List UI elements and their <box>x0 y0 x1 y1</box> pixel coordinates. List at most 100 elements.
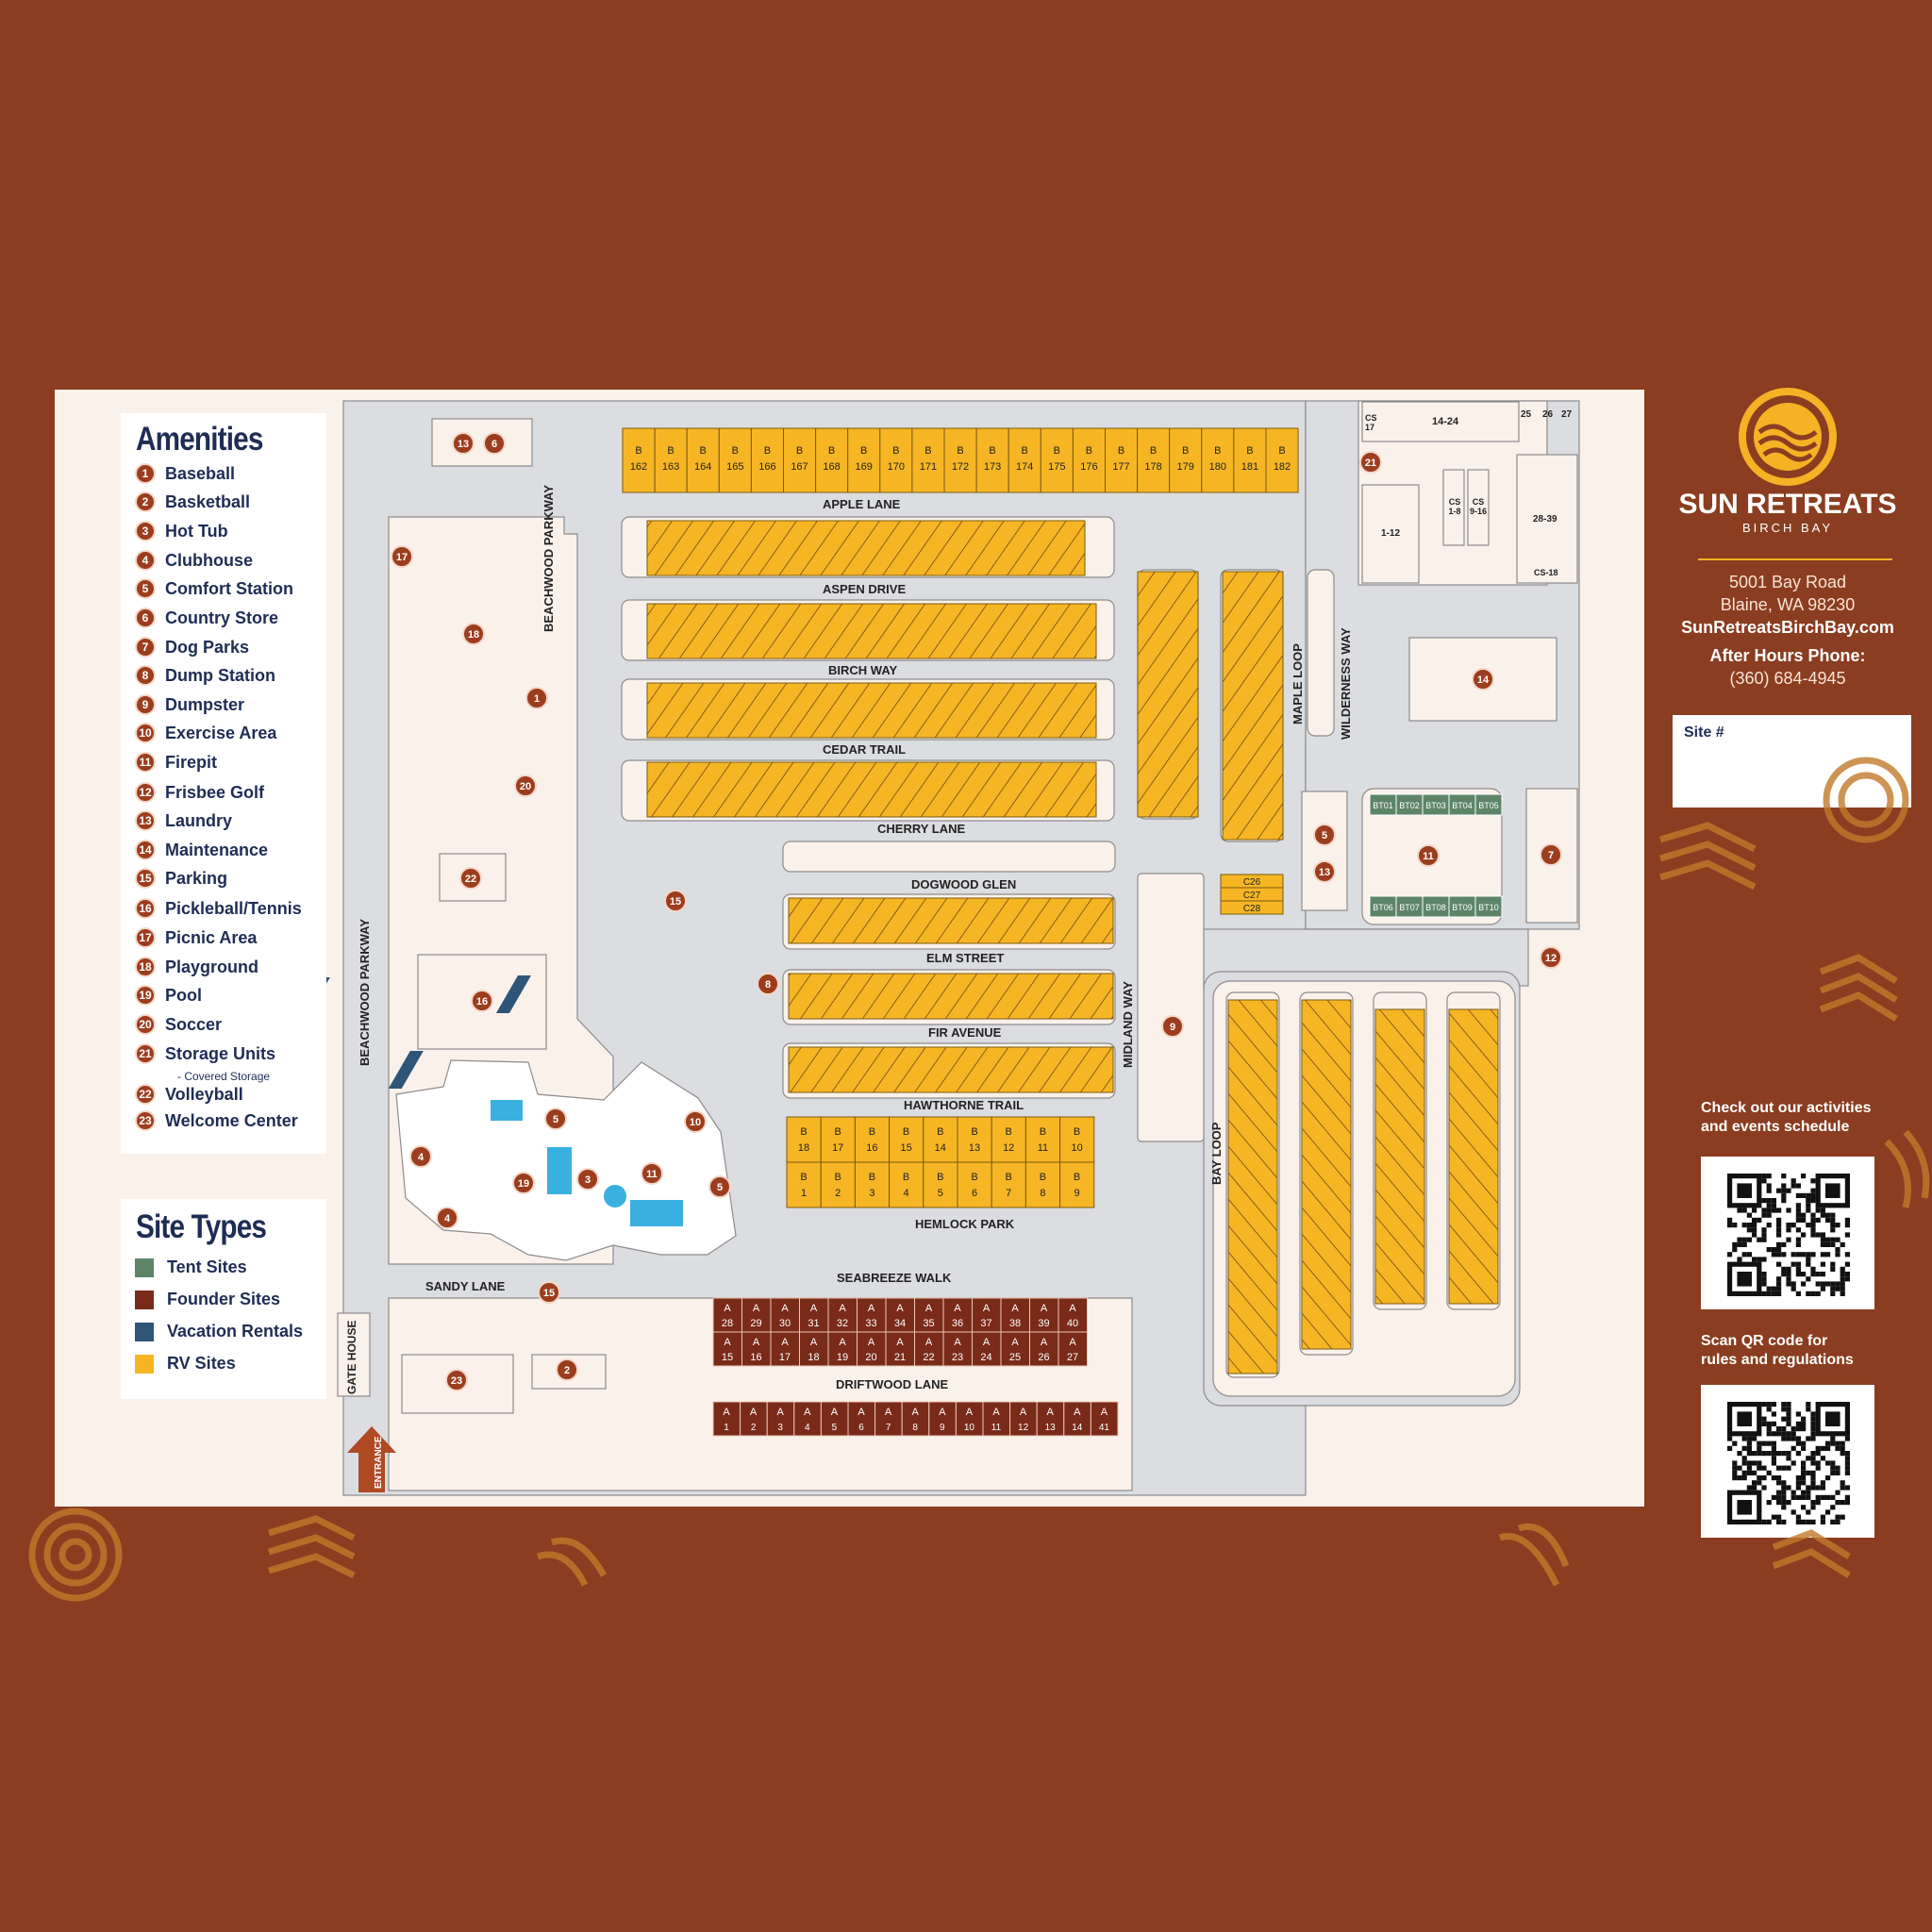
rv-site[interactable] <box>854 1116 891 1163</box>
amenity-marker-icon[interactable] <box>483 432 506 455</box>
rv-site[interactable] <box>975 427 1009 493</box>
rv-site[interactable] <box>1059 1116 1095 1163</box>
rv-site[interactable] <box>991 1116 1026 1163</box>
rv-site[interactable] <box>1265 427 1299 493</box>
amenity-marker-icon[interactable] <box>452 432 475 455</box>
rv-site[interactable] <box>879 427 913 493</box>
rv-site-row[interactable] <box>1222 571 1284 841</box>
rv-site[interactable] <box>1105 427 1139 493</box>
rv-site-row[interactable] <box>646 603 1097 659</box>
amenity-marker-icon[interactable] <box>1472 668 1494 691</box>
site-number-box[interactable]: Site # <box>1673 715 1911 808</box>
amenity-marker-icon[interactable] <box>1313 824 1336 846</box>
amenity-marker-icon[interactable] <box>1359 451 1382 474</box>
rv-site-row[interactable] <box>646 761 1097 818</box>
amenity-marker-icon[interactable] <box>1313 860 1336 883</box>
founder-site[interactable] <box>1036 1401 1065 1437</box>
rv-site[interactable] <box>1169 427 1203 493</box>
rv-site[interactable] <box>1220 900 1284 915</box>
founder-site[interactable] <box>1058 1331 1088 1367</box>
founder-site[interactable] <box>770 1331 800 1367</box>
founder-site[interactable] <box>1009 1401 1038 1437</box>
rv-site[interactable] <box>786 1161 822 1208</box>
rv-site[interactable] <box>783 427 817 493</box>
amenity-marker-icon[interactable] <box>538 1281 560 1304</box>
founder-site[interactable] <box>1058 1297 1088 1333</box>
founder-site[interactable] <box>928 1401 957 1437</box>
rv-site[interactable] <box>1201 427 1235 493</box>
rv-site[interactable] <box>854 1161 891 1208</box>
amenity-marker-icon[interactable] <box>1540 843 1562 866</box>
founder-site[interactable] <box>1063 1401 1091 1437</box>
amenity-marker-icon[interactable] <box>391 545 413 568</box>
rv-site[interactable] <box>991 1161 1026 1208</box>
after-hours-phone[interactable]: (360) 684-4945 <box>1729 669 1846 688</box>
rv-site[interactable] <box>815 427 849 493</box>
founder-site[interactable] <box>741 1331 772 1367</box>
tent-site[interactable] <box>1474 793 1503 816</box>
amenity-marker-icon[interactable] <box>544 1108 567 1130</box>
rv-site[interactable] <box>820 1116 856 1163</box>
rv-site[interactable] <box>1008 427 1041 493</box>
founder-site[interactable] <box>955 1401 984 1437</box>
rv-site[interactable] <box>1024 1116 1061 1163</box>
founder-site[interactable] <box>885 1331 915 1367</box>
founder-site[interactable] <box>857 1297 887 1333</box>
amenity-marker-icon[interactable] <box>459 867 482 890</box>
rv-site[interactable] <box>943 427 977 493</box>
rv-site[interactable] <box>923 1161 958 1208</box>
rv-site[interactable] <box>654 427 688 493</box>
amenity-marker-icon[interactable] <box>664 890 687 912</box>
amenity-marker-icon[interactable] <box>576 1168 599 1191</box>
amenity-marker-icon[interactable] <box>445 1369 468 1391</box>
founder-site[interactable] <box>712 1331 742 1367</box>
rv-site[interactable] <box>957 1161 992 1208</box>
rv-site-row[interactable] <box>788 973 1114 1020</box>
amenity-marker-icon[interactable] <box>641 1162 663 1185</box>
amenity-marker-icon[interactable] <box>525 687 548 709</box>
amenity-marker-icon[interactable] <box>556 1358 578 1381</box>
founder-site[interactable] <box>942 1297 973 1333</box>
amenity-marker-icon[interactable] <box>684 1110 707 1133</box>
rv-site-row[interactable] <box>1374 1008 1425 1305</box>
amenity-marker-icon[interactable] <box>708 1175 731 1198</box>
founder-site[interactable] <box>1029 1297 1059 1333</box>
amenity-marker-icon[interactable] <box>1417 844 1440 867</box>
rv-site[interactable] <box>1233 427 1267 493</box>
vacation-rental-site[interactable] <box>388 1051 424 1089</box>
amenity-marker-icon[interactable] <box>757 973 779 995</box>
rv-site-row[interactable] <box>1448 1008 1499 1305</box>
rv-site-row[interactable] <box>1227 999 1278 1374</box>
founder-site[interactable] <box>827 1297 858 1333</box>
amenity-marker-icon[interactable] <box>409 1145 432 1168</box>
rv-site[interactable] <box>911 427 945 493</box>
founder-site[interactable] <box>1090 1401 1119 1437</box>
rv-site-row[interactable] <box>646 682 1097 739</box>
vacation-rental-site[interactable] <box>495 975 532 1013</box>
rv-site[interactable] <box>1059 1161 1095 1208</box>
founder-site[interactable] <box>820 1401 849 1437</box>
amenity-marker-icon[interactable] <box>514 774 537 797</box>
founder-site[interactable] <box>741 1297 772 1333</box>
amenity-marker-icon[interactable] <box>471 990 493 1012</box>
rv-site[interactable] <box>889 1116 924 1163</box>
rv-site[interactable] <box>957 1116 992 1163</box>
rv-site[interactable] <box>786 1116 822 1163</box>
rv-site[interactable] <box>820 1161 856 1208</box>
amenity-marker-icon[interactable] <box>512 1172 535 1194</box>
founder-site[interactable] <box>1000 1331 1030 1367</box>
rv-site[interactable] <box>1040 427 1074 493</box>
founder-site[interactable] <box>901 1401 930 1437</box>
founder-site[interactable] <box>982 1401 1011 1437</box>
founder-site[interactable] <box>740 1401 768 1437</box>
rv-site[interactable] <box>923 1116 958 1163</box>
rv-site[interactable] <box>718 427 752 493</box>
rv-site-row[interactable] <box>646 520 1086 576</box>
amenity-marker-icon[interactable] <box>436 1207 458 1229</box>
founder-site[interactable] <box>793 1401 822 1437</box>
qr-code-activities[interactable] <box>1701 1157 1874 1309</box>
qr-code-rules[interactable] <box>1701 1385 1874 1538</box>
founder-site[interactable] <box>847 1401 876 1437</box>
rv-site[interactable] <box>1137 427 1171 493</box>
